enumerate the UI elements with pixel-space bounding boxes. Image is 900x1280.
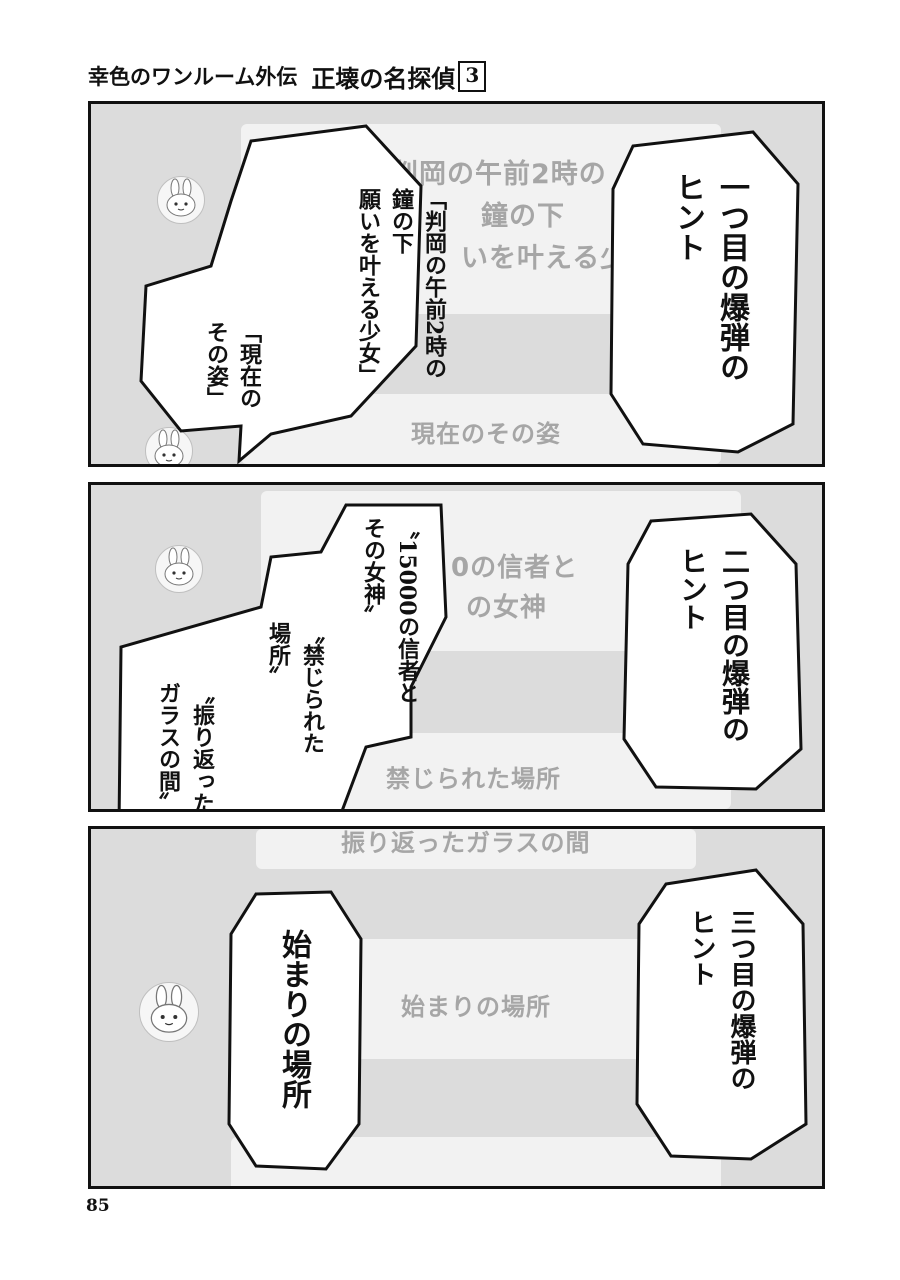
narration-text: 三つ目の爆弾の ヒント xyxy=(686,909,756,1091)
speech-text: 〝振り返った ガラスの間〟 xyxy=(155,682,215,812)
speech-balloon: 始まりの場所 xyxy=(221,884,366,1174)
manga-panel-2: 0の信者と の女神 禁じられた場所 〝15000の信者と その女神〟 〝禁じられ… xyxy=(88,482,825,812)
screen-text-line: 判岡の午前2時の xyxy=(391,159,607,190)
narration-box: 二つ目の爆弾の ヒント xyxy=(616,509,806,794)
message-card: 振り返ったガラスの間 xyxy=(256,829,696,869)
speech-text: 「判岡の午前2時の 鐘の下 願いを叶える少女」 xyxy=(355,188,447,386)
screen-text-line: 禁じられた場所 xyxy=(386,765,561,793)
speech-text: 〝15000の信者と その女神〟 xyxy=(360,517,420,704)
screen-text-line: 現在のその姿 xyxy=(411,420,561,448)
screen-text-line: 鐘の下 xyxy=(481,201,565,232)
narration-text: 二つ目の爆弾の ヒント xyxy=(676,547,751,743)
running-header: 幸色のワンルーム外伝 正壊の名探偵 3 xyxy=(88,58,487,94)
speech-balloon: 〝15000の信者と その女神〟 〝禁じられた 場所〟 〝振り返った ガラスの間… xyxy=(111,497,456,809)
narration-box: 一つ目の爆弾の ヒント xyxy=(603,124,803,454)
volume-number: 3 xyxy=(458,60,487,92)
series-title: 幸色のワンルーム外伝 xyxy=(88,64,298,89)
screen-text-line: の女神 xyxy=(466,593,548,623)
page-number: 85 xyxy=(86,1196,110,1216)
screen-text-line: 振り返ったガラスの間 xyxy=(341,829,591,857)
speech-text: 「現在の その姿」 xyxy=(203,321,262,409)
manga-panel-3: 振り返ったガラスの間 始まりの場所 始まりの場所 三つ目の爆弾の ヒント xyxy=(88,826,825,1189)
bunny-avatar-icon xyxy=(139,982,199,1042)
manga-panel-1: 判岡の午前2時の 鐘の下 いを叶える少女 現在のその姿 「判岡の午前2時の 鐘の… xyxy=(88,101,825,467)
speech-balloon: 「判岡の午前2時の 鐘の下 願いを叶える少女」 「現在の その姿」 xyxy=(111,116,447,464)
volume-title: 正壊の名探偵 xyxy=(311,63,456,93)
bunny-avatar-icon xyxy=(145,427,193,464)
narration-text: 一つ目の爆弾の ヒント xyxy=(670,172,749,382)
speech-text: 始まりの場所 xyxy=(276,929,311,1109)
bunny-avatar-icon xyxy=(155,545,203,593)
screen-text-line: 始まりの場所 xyxy=(401,993,551,1021)
narration-box: 三つ目の爆弾の ヒント xyxy=(631,864,811,1164)
speech-text: 〝禁じられた 場所〟 xyxy=(265,622,325,754)
bunny-avatar-icon xyxy=(157,176,205,224)
screen-text-line: 0の信者と xyxy=(451,553,579,583)
